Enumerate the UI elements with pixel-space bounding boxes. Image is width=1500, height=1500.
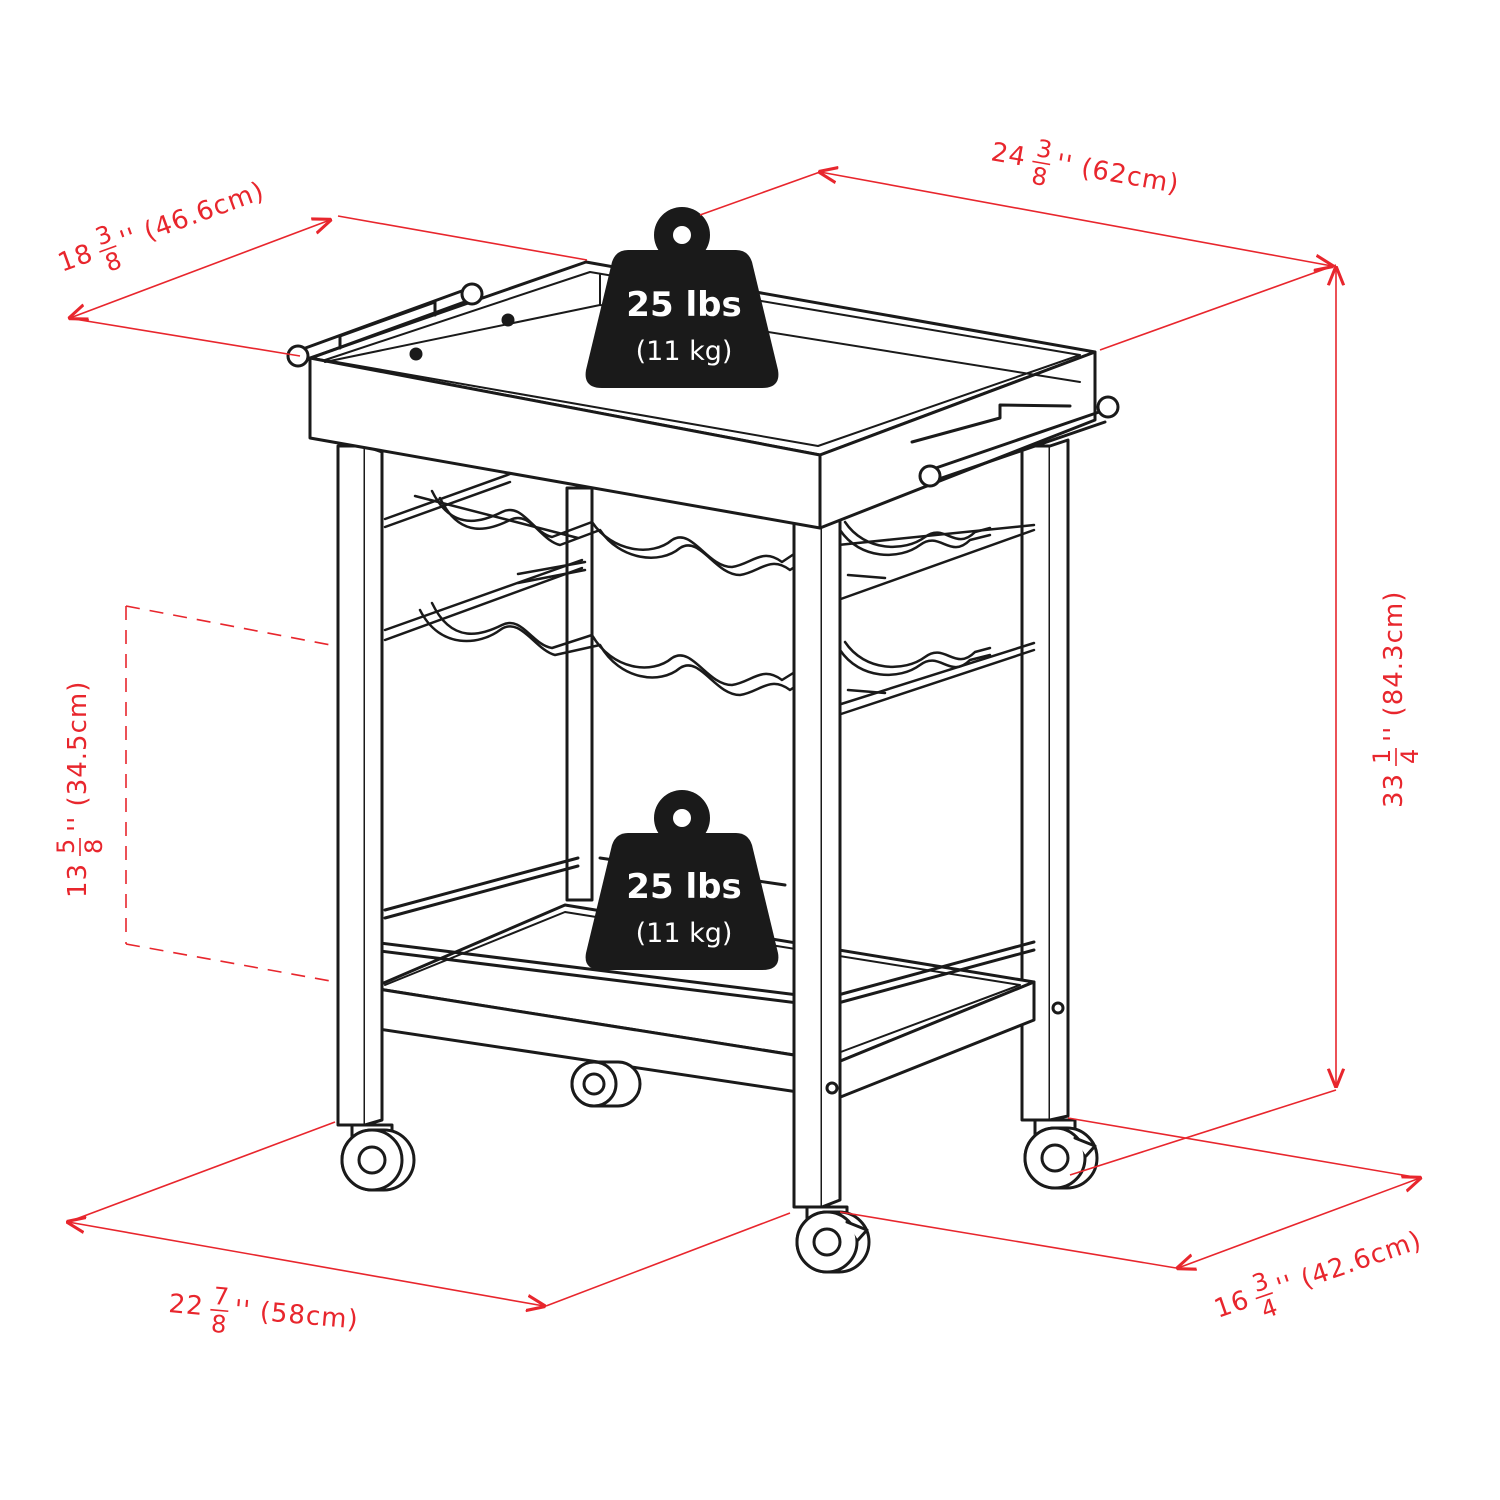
svg-text:1: 1 [1368,749,1396,764]
svg-text:'' (46.6cm): '' (46.6cm) [116,176,268,256]
svg-text:'' (34.5cm): '' (34.5cm) [63,681,93,832]
extension-line [1099,264,1337,351]
front-left-leg [336,444,384,1127]
extension-line [1067,1117,1421,1179]
caster-wheel-icon [570,1060,642,1108]
shelf-gap-label: 13 5 8 '' (34.5cm) [52,681,108,898]
svg-text:13: 13 [63,863,93,898]
height-label: 33 1 4 '' (84.3cm) [1368,591,1424,808]
svg-text:24: 24 [989,137,1029,173]
svg-text:18: 18 [54,238,97,278]
svg-text:4: 4 [1258,1293,1282,1324]
base-depth-label: 16 3 4 '' (42.6cm) [1211,1225,1426,1325]
svg-text:5: 5 [52,839,80,854]
shelf-gap-bracket [125,605,337,983]
extension-line [1069,1089,1337,1176]
base-width-label: 22 7 8 '' (58cm) [167,1282,360,1339]
svg-text:'' (62cm): '' (62cm) [1054,149,1182,200]
bottom-weight-badge: 25 lbs (11 kg) [585,790,779,970]
svg-text:'' (58cm): '' (58cm) [233,1295,360,1336]
top-width-label: 24 3 8 '' (62cm) [989,134,1182,200]
back-left-leg [565,486,594,902]
svg-text:8: 8 [101,246,125,278]
bottom-weight-lbs: 25 lbs [626,867,741,907]
top-depth-label: 18 3 8 '' (46.6cm) [54,176,269,279]
front-right-leg [792,444,1065,1209]
top-weight-lbs: 25 lbs [626,285,741,325]
dimension-annotations [68,172,1420,1306]
extension-line [337,215,588,261]
weight-icon [585,207,779,388]
top-depth-dimension-line [70,220,330,318]
svg-text:16: 16 [1211,1285,1254,1325]
svg-text:8: 8 [210,1310,228,1339]
extension-line [67,1121,336,1223]
caster-wheel-icon [1023,1118,1099,1190]
wine-rack-icon [383,472,1036,717]
svg-text:8: 8 [1030,162,1050,192]
top-width-dimension-line [820,172,1332,266]
caster-wheel-icon [795,1205,871,1274]
kitchen-cart-drawing [286,260,1120,1274]
svg-text:8: 8 [80,839,108,854]
svg-text:3: 3 [1034,134,1054,164]
weight-icon [585,790,779,970]
top-weight-kg: (11 kg) [636,336,733,367]
base-depth-dimension-line [1178,1178,1420,1268]
svg-text:'' (42.6cm): '' (42.6cm) [1273,1225,1426,1303]
base-width-dimension-line [68,1222,544,1306]
svg-text:22: 22 [167,1289,205,1322]
svg-text:7: 7 [212,1282,230,1311]
extension-line [67,317,301,357]
towel-bar-icon [286,282,1120,488]
extension-line [545,1212,791,1307]
svg-text:4: 4 [1396,749,1424,764]
caster-wheel-icon [340,1123,416,1192]
extension-line [839,1211,1177,1269]
extension-line [699,171,821,216]
top-weight-badge: 25 lbs (11 kg) [585,207,779,388]
svg-text:33: 33 [1379,773,1409,808]
svg-text:'' (84.3cm): '' (84.3cm) [1379,591,1409,742]
bottom-weight-kg: (11 kg) [636,918,733,949]
